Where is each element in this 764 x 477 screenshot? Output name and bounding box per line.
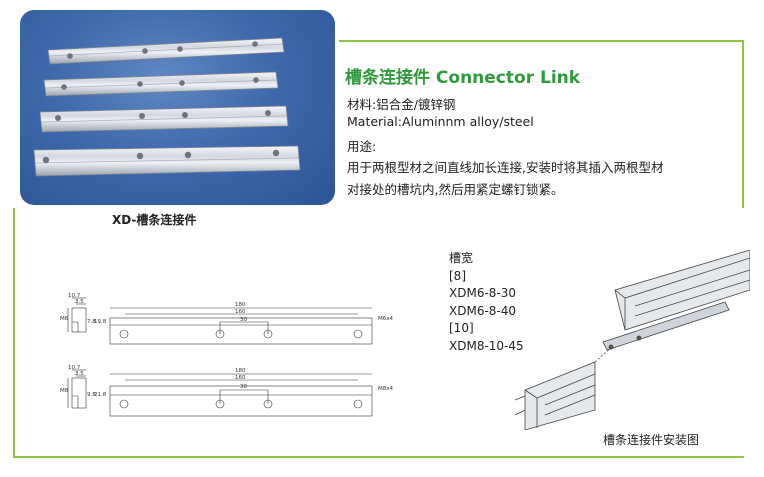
top-view-2: 180 160 30 M8x4 [109,368,393,417]
dim-w2-2: 3.5 [75,371,84,377]
dim-inner-2: 160 [235,375,246,381]
photo-caption: XD-槽条连接件 [112,213,197,227]
connector-bars-image [33,37,301,177]
hole-spec-1: M6x4 [378,316,393,322]
frame-top-line [339,40,744,42]
model-list: 槽宽 [8] XDM6-8-30 XDM6-8-40 [10] XDM8-10-… [449,250,524,355]
frame-right-line [742,40,744,208]
dim-total-2: 180 [235,368,246,374]
product-title: 槽条连接件 Connector Link [345,68,581,88]
top-view-1: 180 160 30 M6x4 [109,302,393,345]
dim-total-1: 180 [235,302,246,308]
tag-left-2: M8 [60,388,69,394]
dim-w2: 3.5 [75,299,84,305]
install-caption: 槽条连接件安装图 [603,433,700,447]
usage-line-2: 对接处的槽坑内,然后用紧定螺钉锁紧。 [347,182,564,197]
model-item: XDM8-10-45 [449,338,524,353]
dim-h1: 7.8 [87,319,96,325]
technical-drawing: 10.7 3.5 7.8 19.8 M6 180 160 30 M6x4 10.… [60,293,393,417]
dim-inner-1: 160 [235,309,246,315]
dim-gap-1: 30 [240,317,247,323]
dim-h2-2: 21.8 [94,392,107,398]
dim-gap-2: 30 [240,384,247,390]
material-en: Material:Aluminnm alloy/steel [347,114,534,129]
frame-bottom-line [13,456,744,458]
usage-line-1: 用于两根型材之间直线加长连接,安装时将其插入两根型材 [347,160,664,175]
dim-w1-2: 10.7 [68,365,81,371]
tag-left-1: M6 [60,316,69,322]
profile-view-2: 10.7 3.5 9.8 21.8 M8 [60,365,107,409]
dim-h1-2: 9.8 [87,392,96,398]
model-item: XDM6-8-40 [449,303,517,318]
product-photo [20,10,335,205]
model-list-header: 槽宽 [449,251,474,265]
material-cn: 材料:铝合金/镀锌钢 [347,97,456,112]
frame-left-line [13,208,15,456]
model-group-8: [8] [449,268,466,283]
hole-spec-2: M8x4 [378,386,393,392]
dim-h2: 19.8 [94,319,107,325]
usage-label: 用途: [347,139,377,154]
dim-w1: 10.7 [68,293,81,299]
installation-drawing [515,250,750,430]
profile-view-1: 10.7 3.5 7.8 19.8 M6 [60,293,107,333]
model-item: XDM6-8-30 [449,286,517,300]
model-group-10: [10] [449,321,474,335]
